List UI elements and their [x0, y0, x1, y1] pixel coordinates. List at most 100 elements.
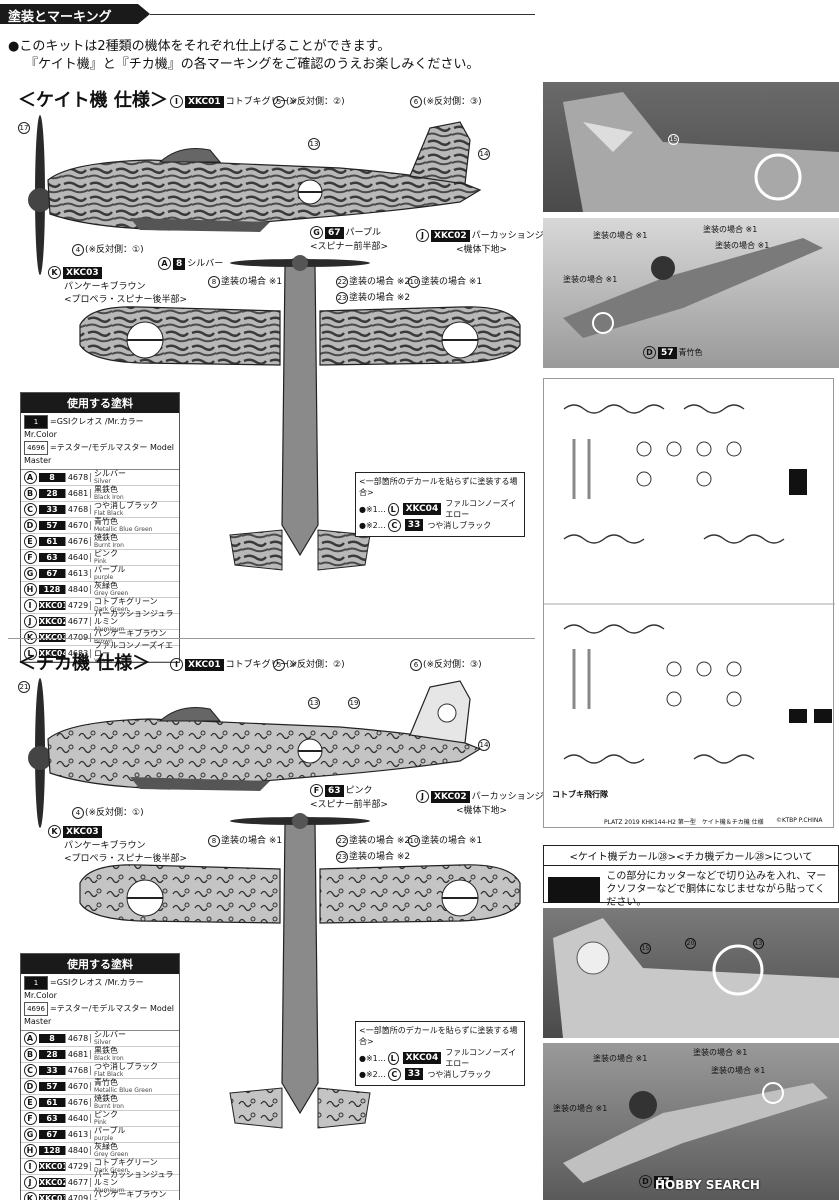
chika-name-j: パーカッションジュラルミン [471, 792, 589, 802]
code-j: XKC02 [431, 229, 470, 242]
paint-mm-code: 4683 [65, 649, 91, 658]
photo1-label-15: 15 [668, 134, 679, 145]
chika-letter-j: J [416, 790, 429, 803]
row1-code: XKC04 [402, 503, 442, 515]
chika-callout-23-text: 塗装の場合 ※2 [349, 852, 411, 862]
paint-letter: J [21, 615, 39, 628]
paint-letter: A [21, 471, 39, 484]
paint-code: 33 [39, 1066, 65, 1075]
chika-letter-i: I [170, 658, 183, 671]
intro-line-2: 『ケイト機』と『チカ機』の各マーキングをご確認のうえお楽しみください。 [25, 57, 480, 72]
legend1-text: =GSIクレオス /Mr.カラー Mr.Color [24, 417, 144, 439]
row2-letter: C [387, 518, 401, 532]
chika-callout-8-text: 塗装の場合 ※1 [221, 836, 283, 846]
paint-table-title: 使用する塗料 [21, 393, 179, 413]
chika-sub-f: <スピナー前半部> [310, 800, 389, 810]
photo2-d-code: 57 [658, 346, 677, 359]
chika-spec-title: ＜チカ機 仕様＞ [18, 653, 151, 674]
decal-sheet: コトブキ飛行隊 PLATZ 2019 KHK144-H2 第一型 ケイト機＆チカ… [543, 378, 835, 828]
decal-note-title: <一部箇所のデカールを貼らずに塗装する場合> [359, 477, 518, 497]
paint-code: 63 [39, 553, 65, 562]
sub-k: <プロペラ・スピナー後半部> [64, 295, 188, 305]
chika-code-f: 63 [325, 784, 344, 797]
kate-top-view [79, 255, 521, 571]
paint-mm-code: 4640 [65, 553, 91, 562]
chika-legend1-code: 1 [24, 976, 48, 990]
paint-letter: G [21, 567, 39, 580]
callout-4-text: (※反対側：①) [85, 245, 144, 255]
photo4-d-code: 57 [654, 1175, 673, 1188]
paint-letter: B [21, 1048, 39, 1061]
num-6: 6 [410, 95, 422, 108]
paint-code: XKC04 [39, 649, 69, 658]
decal-sheet-credit: PLATZ 2019 KHK144-H2 第一型 ケイト機＆チカ機 仕様 [604, 819, 764, 826]
chika-num-14: 14 [478, 739, 490, 751]
paint-mm-code: 4640 [65, 1114, 91, 1123]
chika-num-21: 21 [18, 681, 30, 693]
section-header: 塗装とマーキング [0, 0, 535, 28]
decal-cut-illustration [548, 876, 601, 903]
chika-num-5: 5 [273, 658, 285, 671]
photo1-num-15: 15 [668, 134, 679, 145]
chika-legend2-code: 4696 [24, 1002, 48, 1016]
num-13: 13 [308, 138, 320, 150]
chika-code-i: XKC01 [185, 658, 224, 671]
photo4-c9: 塗装の場合 ※1 [593, 1054, 648, 1063]
photo4-c12: 塗装の場合 ※1 [553, 1104, 608, 1113]
paint-code: 8 [39, 473, 65, 482]
paint-mm-code: 4840 [65, 585, 91, 594]
num-14: 14 [478, 148, 490, 160]
chika-name-k: パンケーキブラウン [64, 841, 146, 851]
intro-text: ●このキットは2種類の機体をそれぞれ仕上げることができます。 『ケイト機』と『チ… [8, 38, 528, 74]
chika-code-k: XKC03 [63, 825, 102, 838]
chika-num-23: 23 [336, 850, 348, 863]
chika-callout-5-text: (※反対側：②) [286, 660, 345, 670]
chika-num-19: 19 [348, 697, 360, 709]
paint-mm-code: 4709 [65, 633, 91, 642]
paint-code: XKC02 [39, 617, 69, 626]
chika-num-8: 8 [208, 834, 220, 847]
row1-name: ファルコンノーズイエロー [445, 499, 517, 519]
decal-info-text: この部分にカッターなどで切り込みを入れ、マークソフターなどで胴体になじませながら… [606, 871, 827, 908]
chika-callout-21: 21 [18, 681, 31, 693]
paint-row: KXKC034709パンケーキブラウンBrown [21, 629, 179, 646]
paint-code: 28 [39, 489, 65, 498]
paint-mm-code: 4676 [65, 1098, 91, 1107]
sub-j: <機体下地> [456, 245, 508, 255]
paint-row: KXKC034709パンケーキブラウンBrown [21, 1190, 179, 1200]
paint-letter: F [21, 551, 39, 564]
callout-10-text: 塗装の場合 ※1 [421, 277, 483, 287]
chika-row2-code: 33 [404, 1068, 424, 1080]
paint-mm-code: 4670 [65, 1082, 91, 1091]
callout-5: 5(※反対側：②) [273, 94, 345, 108]
